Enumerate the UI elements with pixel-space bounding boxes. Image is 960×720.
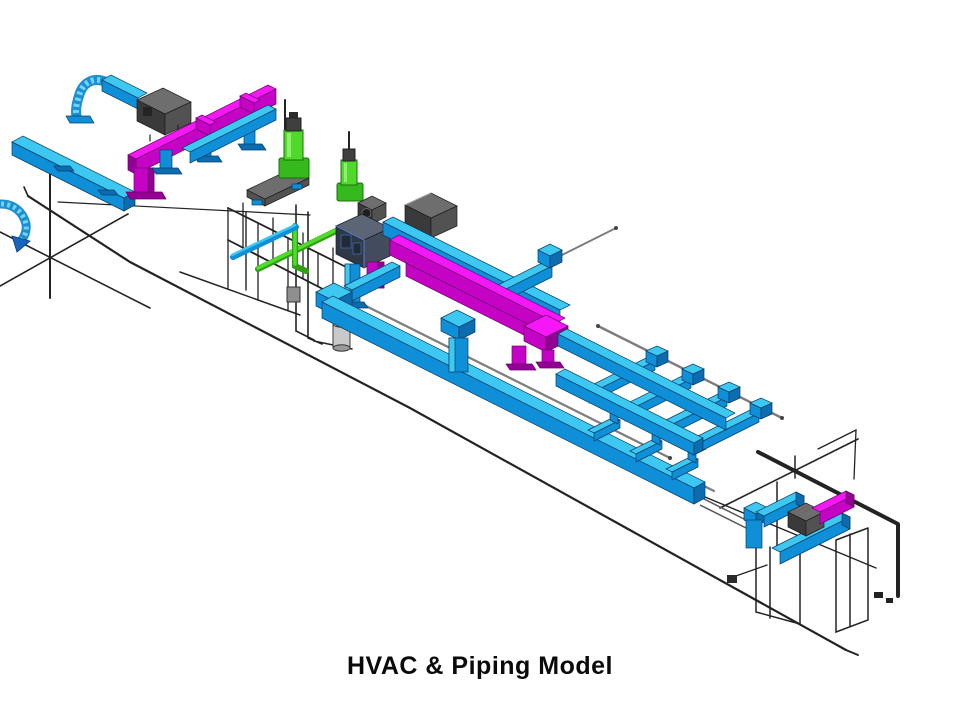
flex-duct-left-arrow <box>0 199 31 253</box>
exhaust-duct-main <box>389 234 569 371</box>
supply-pipe-rack <box>230 224 299 260</box>
supply-duct-topleft <box>11 135 136 212</box>
rooftop-assembly <box>743 490 855 565</box>
supply-pipe-rack-highlight <box>230 223 297 257</box>
flex-duct-top <box>65 74 148 124</box>
supply-diffuser-drops <box>151 104 277 175</box>
green-piping <box>255 223 343 274</box>
rtu-box-1 <box>136 87 192 142</box>
pump-2 <box>336 131 364 202</box>
pump-1 <box>278 99 310 179</box>
supply-duct-ladder <box>555 328 773 456</box>
rtu-box-2 <box>404 192 458 239</box>
caption: HVAC & Piping Model <box>347 652 613 680</box>
